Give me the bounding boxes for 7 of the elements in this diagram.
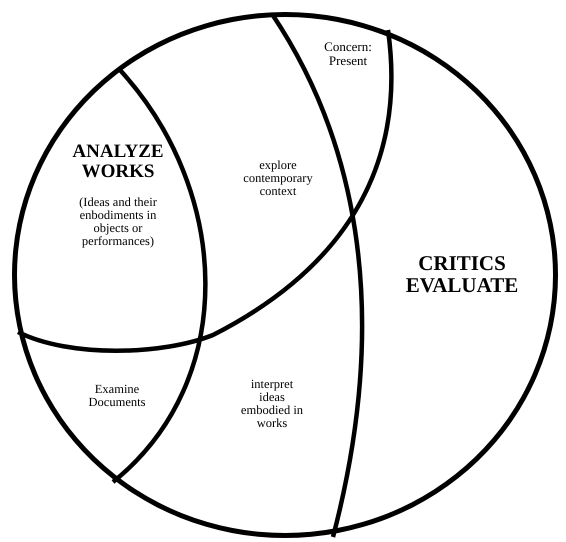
region-heading: CRITICS EVALUATE: [404, 252, 520, 296]
region-heading: ANALYZE WORKS: [71, 142, 165, 182]
region-text: explore contemporary context: [242, 159, 314, 198]
region-text: Examine Documents: [88, 383, 146, 410]
region-text: (Ideas and their enbodiments in objects or performances): [78, 196, 158, 248]
region-text: Concern: Present: [323, 40, 373, 68]
region-text: interpret ideas embodied in works: [240, 378, 304, 430]
